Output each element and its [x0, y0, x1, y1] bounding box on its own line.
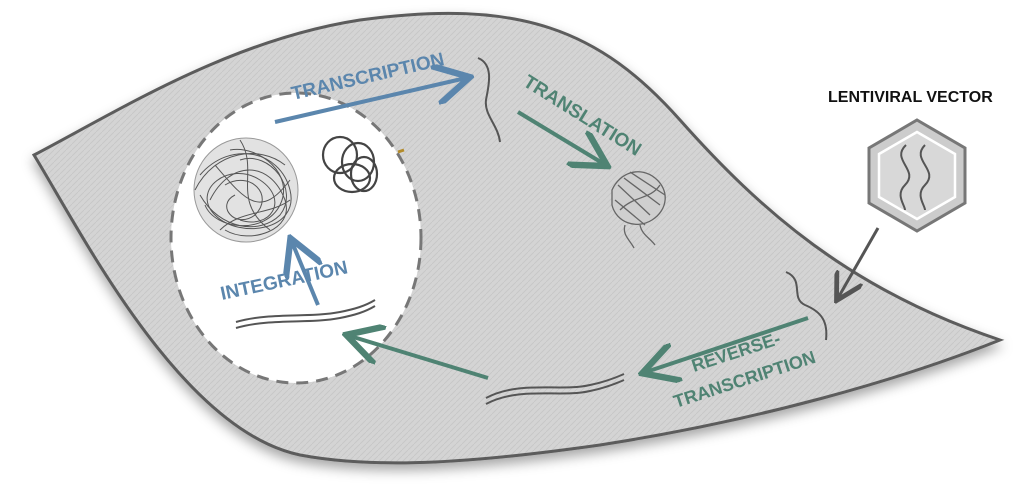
nucleus	[169, 91, 423, 385]
translation-arrow	[516, 110, 604, 164]
plasmid-rings	[321, 135, 379, 194]
integrated-dna	[235, 299, 376, 329]
nuclear-import-arrow	[350, 336, 489, 380]
reverse-transcription-arrow	[646, 316, 809, 372]
transcription-arrow	[274, 78, 466, 124]
lentiviral-capsid-icon	[867, 118, 967, 233]
cdna	[485, 373, 625, 405]
mrna-strand	[477, 57, 501, 143]
chromatin	[193, 137, 299, 243]
lentiviral-vector-label: LENTIVIRAL VECTOR	[828, 89, 993, 106]
entry-arrow	[838, 227, 880, 298]
protein	[611, 171, 666, 249]
integration-arrow	[292, 242, 318, 306]
viral-rna	[785, 271, 828, 341]
